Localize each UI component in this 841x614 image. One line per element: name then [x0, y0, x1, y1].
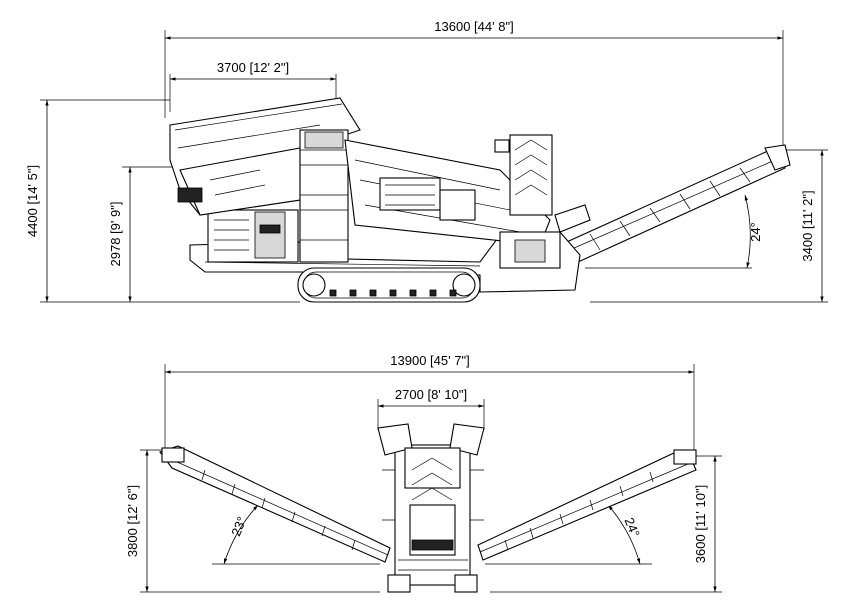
machine-front-profile — [159, 423, 697, 593]
conveyor-angle-label: 24° — [748, 222, 763, 242]
body-width-label: 2700 [8' 10"] — [395, 387, 467, 402]
left-discharge-height-dimension: 3800 [12' 6"] — [125, 449, 380, 593]
feed-height-dimension: 2978 [9' 9"] — [108, 166, 185, 302]
overall-width-dimension: 13900 [45' 7"] — [164, 353, 695, 460]
right-conveyor-angle-label: 24° — [622, 515, 643, 539]
overall-width-label: 13900 [45' 7"] — [390, 353, 469, 368]
right-conveyor-angle-indicator: 24° — [485, 504, 652, 565]
body-width-dimension: 2700 [8' 10"] — [377, 387, 485, 430]
side-view: 13600 [44' 8"] 3700 [12' 2"] 4400 [14' 5… — [25, 19, 828, 303]
feed-width-label: 3700 [12' 2"] — [217, 60, 289, 75]
machine-side-profile — [169, 97, 791, 303]
left-conveyor-angle-label: 23° — [228, 514, 249, 538]
feed-width-dimension: 3700 [12' 2"] — [169, 60, 337, 112]
conveyor-discharge-height-label: 3400 [11' 2"] — [800, 190, 815, 261]
left-discharge-height-label: 3800 [12' 6"] — [125, 485, 140, 557]
front-view: 13900 [45' 7"] 2700 [8' 10"] 3800 [12' 6… — [125, 353, 722, 593]
overall-height-dimension: 4400 [14' 5"] — [25, 99, 300, 303]
conveyor-discharge-height-dimension: 3400 [11' 2"] — [590, 149, 828, 303]
right-discharge-height-dimension: 3600 [11' 10"] — [490, 455, 722, 593]
right-discharge-height-label: 3600 [11' 10"] — [693, 485, 708, 563]
overall-height-label: 4400 [14' 5"] — [25, 165, 40, 237]
overall-length-dimension: 13600 [44' 8"] — [164, 19, 784, 150]
overall-length-label: 13600 [44' 8"] — [434, 19, 513, 34]
conveyor-angle-indicator: 24° — [585, 194, 763, 269]
feed-height-label: 2978 [9' 9"] — [108, 202, 123, 267]
left-conveyor-angle-indicator: 23° — [212, 504, 380, 565]
